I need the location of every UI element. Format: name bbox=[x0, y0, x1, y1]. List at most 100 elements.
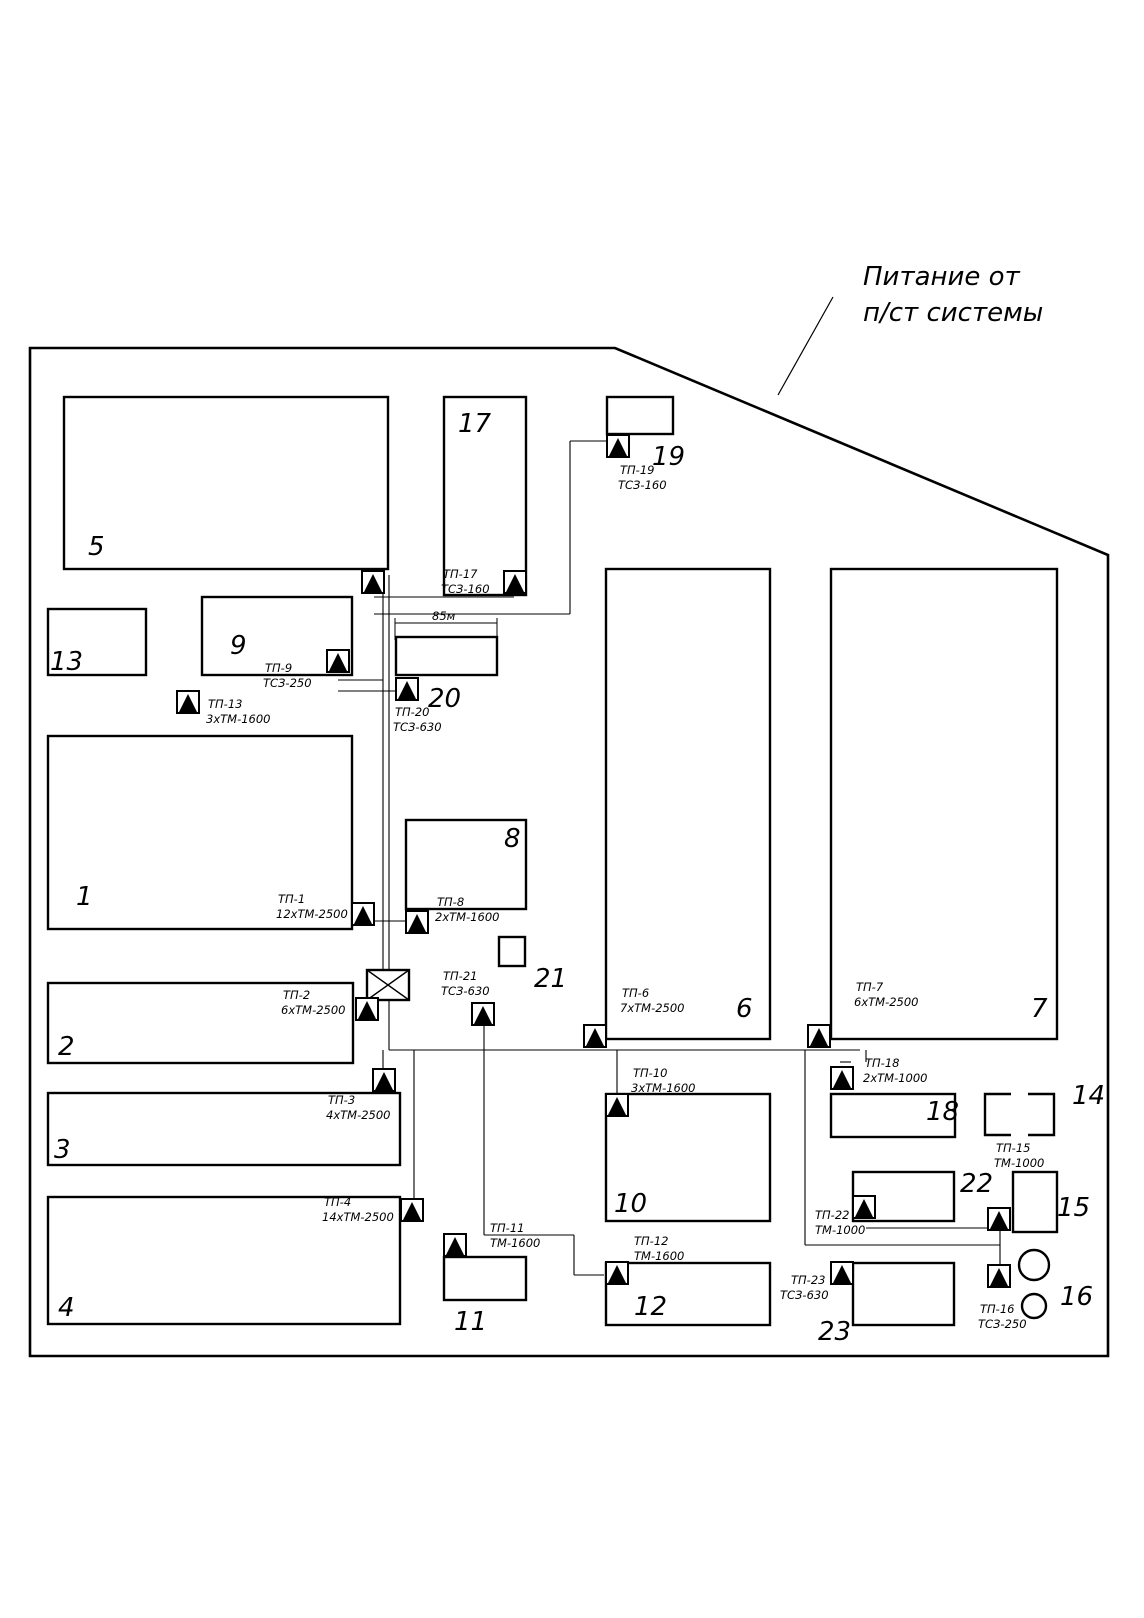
building-10 bbox=[604, 1092, 772, 1223]
dimension-label: 85м bbox=[432, 609, 456, 623]
building-1 bbox=[46, 734, 354, 931]
tp9-name: ТП-9 bbox=[265, 661, 292, 675]
tp15-marker bbox=[987, 1207, 1011, 1231]
building-16-tank-lower bbox=[1020, 1292, 1048, 1320]
building-number-11: 11 bbox=[454, 1307, 487, 1337]
main-switchgear bbox=[365, 968, 411, 1002]
building-number-16: 16 bbox=[1060, 1282, 1093, 1312]
tp23-spec: ТСЗ-630 bbox=[780, 1288, 829, 1302]
building-number-17: 17 bbox=[458, 409, 492, 439]
building-20 bbox=[394, 635, 499, 677]
building-number-4: 4 bbox=[58, 1293, 75, 1323]
building-number-1: 1 bbox=[76, 882, 93, 912]
building-16-tank-upper bbox=[1017, 1248, 1051, 1282]
building-number-23: 23 bbox=[818, 1317, 851, 1347]
building-19 bbox=[605, 395, 675, 436]
supply-note-line2: п/ст системы bbox=[863, 298, 1043, 328]
building-number-10: 10 bbox=[614, 1189, 647, 1219]
building-number-20: 20 bbox=[428, 684, 461, 714]
tp13-name: ТП-13 bbox=[208, 697, 242, 711]
building-21 bbox=[497, 935, 527, 968]
tp11-spec: ТМ-1600 bbox=[490, 1236, 540, 1250]
building-number-12: 12 bbox=[634, 1292, 667, 1322]
tp22-name: ТП-22 bbox=[815, 1208, 849, 1222]
building-number-7: 7 bbox=[1031, 994, 1048, 1024]
tp2-spec: 6хТМ-2500 bbox=[281, 1003, 346, 1017]
supply-leader-line bbox=[777, 296, 834, 396]
tp13-marker bbox=[176, 690, 200, 714]
building-number-19: 19 bbox=[652, 442, 685, 472]
tp4-marker bbox=[400, 1198, 424, 1222]
tp21-name: ТП-21 bbox=[443, 969, 477, 983]
tp1-marker bbox=[351, 902, 375, 926]
tp7-spec: 6хТМ-2500 bbox=[854, 995, 919, 1009]
tp3-name: ТП-3 bbox=[328, 1093, 355, 1107]
tp8-marker bbox=[405, 910, 429, 934]
tp9-spec: ТСЗ-250 bbox=[263, 676, 312, 690]
building-number-2: 2 bbox=[58, 1032, 75, 1062]
building-17 bbox=[442, 395, 528, 597]
building-23 bbox=[851, 1261, 956, 1327]
tp2-marker bbox=[355, 997, 379, 1021]
building-11 bbox=[442, 1255, 528, 1302]
tp20-name: ТП-20 bbox=[395, 705, 429, 719]
tp23-name: ТП-23 bbox=[791, 1273, 825, 1287]
building-number-5: 5 bbox=[88, 532, 105, 562]
building-3 bbox=[46, 1091, 402, 1167]
tp11-marker bbox=[443, 1233, 467, 1257]
tp17-name: ТП-17 bbox=[443, 567, 478, 581]
tp23-marker bbox=[830, 1261, 854, 1285]
tp6-name: ТП-6 bbox=[622, 986, 649, 1000]
tp16-name: ТП-16 bbox=[980, 1302, 1014, 1316]
tp6-marker bbox=[583, 1024, 607, 1048]
building-number-3: 3 bbox=[54, 1135, 71, 1165]
tp19-name: ТП-19 bbox=[620, 463, 654, 477]
tp17-marker bbox=[503, 570, 527, 594]
building-14 bbox=[983, 1092, 1056, 1137]
building-number-22: 22 bbox=[960, 1169, 993, 1199]
tp12-spec: ТМ-1600 bbox=[634, 1249, 684, 1263]
cable-network bbox=[338, 440, 1001, 1276]
building-number-8: 8 bbox=[504, 824, 521, 854]
tp11-name: ТП-11 bbox=[490, 1221, 524, 1235]
building-15 bbox=[1011, 1170, 1059, 1234]
tp1-name: ТП-1 bbox=[278, 892, 305, 906]
tp1-spec: 12хТМ-2500 bbox=[276, 907, 348, 921]
tp18-spec: 2хТМ-1000 bbox=[863, 1071, 928, 1085]
tp7-name: ТП-7 bbox=[856, 980, 884, 994]
tp22-marker bbox=[852, 1195, 876, 1219]
tp19-spec: ТСЗ-160 bbox=[618, 478, 667, 492]
building-number-9: 9 bbox=[230, 631, 247, 661]
building-12 bbox=[604, 1261, 772, 1327]
building-13 bbox=[46, 607, 148, 677]
tp8-spec: 2хТМ-1600 bbox=[435, 910, 500, 924]
tp10-name: ТП-10 bbox=[633, 1066, 667, 1080]
building-18 bbox=[829, 1092, 957, 1139]
tp15-spec: ТМ-1000 bbox=[994, 1156, 1044, 1170]
site-boundary bbox=[28, 346, 1110, 1358]
tp12-marker bbox=[605, 1261, 629, 1285]
tp5-marker bbox=[361, 570, 385, 594]
tp16-marker bbox=[987, 1264, 1011, 1288]
building-number-15: 15 bbox=[1057, 1193, 1090, 1223]
building-number-14: 14 bbox=[1072, 1081, 1105, 1111]
tp17-spec: ТСЗ-160 bbox=[441, 582, 490, 596]
building-number-13: 13 bbox=[50, 647, 83, 677]
supply-note-line1: Питание от bbox=[863, 262, 1021, 292]
building-number-18: 18 bbox=[926, 1097, 959, 1127]
tp20-spec: ТСЗ-630 bbox=[393, 720, 442, 734]
tp22-spec: ТМ-1000 bbox=[815, 1223, 865, 1237]
building-2 bbox=[46, 981, 355, 1065]
tp13-spec: 3хТМ-1600 bbox=[206, 712, 271, 726]
tp12-name: ТП-12 bbox=[634, 1234, 668, 1248]
tp16-spec: ТСЗ-250 bbox=[978, 1317, 1027, 1331]
building-4 bbox=[46, 1195, 402, 1326]
tp7-marker bbox=[807, 1024, 831, 1048]
tp21-spec: ТСЗ-630 bbox=[441, 984, 490, 998]
substations bbox=[176, 434, 1011, 1288]
tp15-name: ТП-15 bbox=[996, 1141, 1030, 1155]
building-number-6: 6 bbox=[736, 994, 753, 1024]
tp19-marker bbox=[606, 434, 630, 458]
tp3-marker bbox=[372, 1068, 396, 1092]
